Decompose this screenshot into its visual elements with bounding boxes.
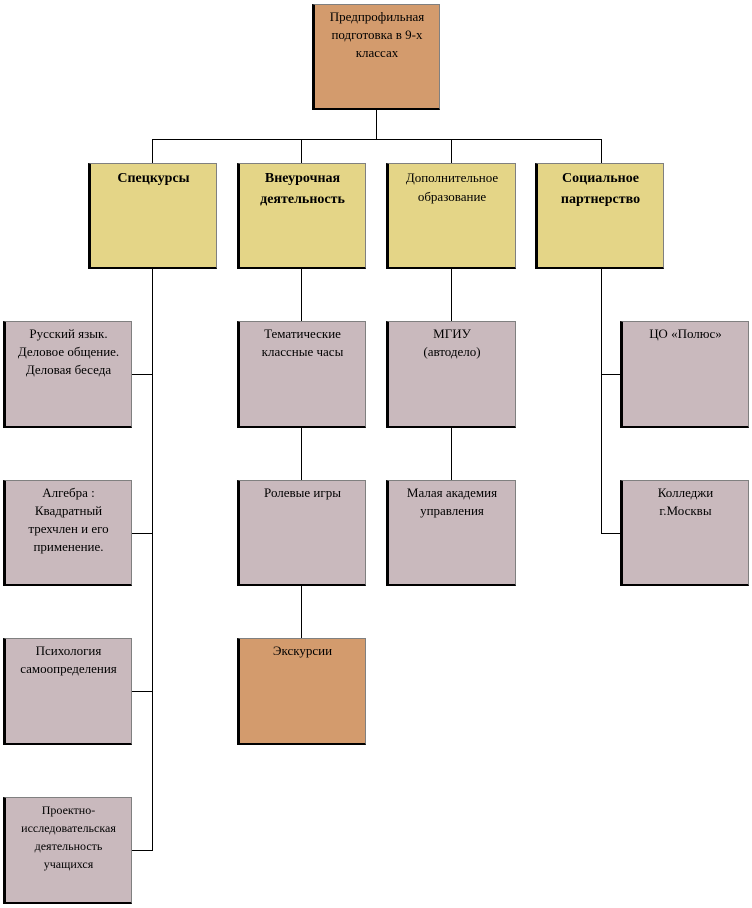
- item-russkiy-yazyk: Русский язык. Деловое общение. Деловая б…: [3, 321, 132, 428]
- category-socialnoe: Социальное партнерство: [535, 163, 664, 269]
- root-node: Предпрофильная подготовка в 9-х классах: [312, 4, 440, 110]
- item-label: Алгебра : Квадратный трехчлен и его прим…: [28, 485, 109, 554]
- category-vneurochnaya: Внеурочная деятельность: [237, 163, 366, 269]
- item-algebra: Алгебра : Квадратный трехчлен и его прим…: [3, 480, 132, 586]
- item-label: Малая академия управления: [406, 485, 498, 518]
- item-label: Русский язык. Деловое общение. Деловая б…: [17, 326, 120, 377]
- category-label: Спецкурсы: [117, 171, 190, 186]
- item-psihologiya: Психология самоопределения: [3, 638, 132, 745]
- item-label: Тематические классные часы: [261, 326, 344, 359]
- item-malaya-akademiya: Малая академия управления: [386, 480, 516, 586]
- item-label: Проектно- исследовательская деятельность…: [21, 803, 116, 871]
- item-mgiu: МГИУ (автодело): [386, 321, 516, 428]
- category-label: Социальное партнерство: [560, 171, 641, 207]
- item-rolevye-igry: Ролевые игры: [237, 480, 366, 586]
- root-label: Предпрофильная подготовка в 9-х классах: [329, 9, 425, 60]
- item-label: Колледжи г.Москвы: [657, 485, 714, 518]
- item-proektno: Проектно- исследовательская деятельность…: [3, 797, 132, 904]
- item-label: Психология самоопределения: [20, 643, 117, 676]
- category-dopolnitelnoe: Дополнительное образование: [386, 163, 516, 269]
- item-label: ЦО «Полюс»: [649, 326, 722, 341]
- item-kolledzhi: Колледжи г.Москвы: [620, 480, 749, 586]
- item-label: Экскурсии: [272, 643, 333, 658]
- category-label: Внеурочная деятельность: [260, 171, 345, 207]
- item-co-polyus: ЦО «Полюс»: [620, 321, 749, 428]
- item-label: Ролевые игры: [264, 485, 341, 500]
- item-ekskursii: Экскурсии: [237, 638, 366, 745]
- item-label: МГИУ (автодело): [423, 326, 481, 359]
- category-label: Дополнительное образование: [405, 170, 499, 204]
- item-tematicheskie: Тематические классные часы: [237, 321, 366, 428]
- category-speckursy: Спецкурсы: [88, 163, 217, 269]
